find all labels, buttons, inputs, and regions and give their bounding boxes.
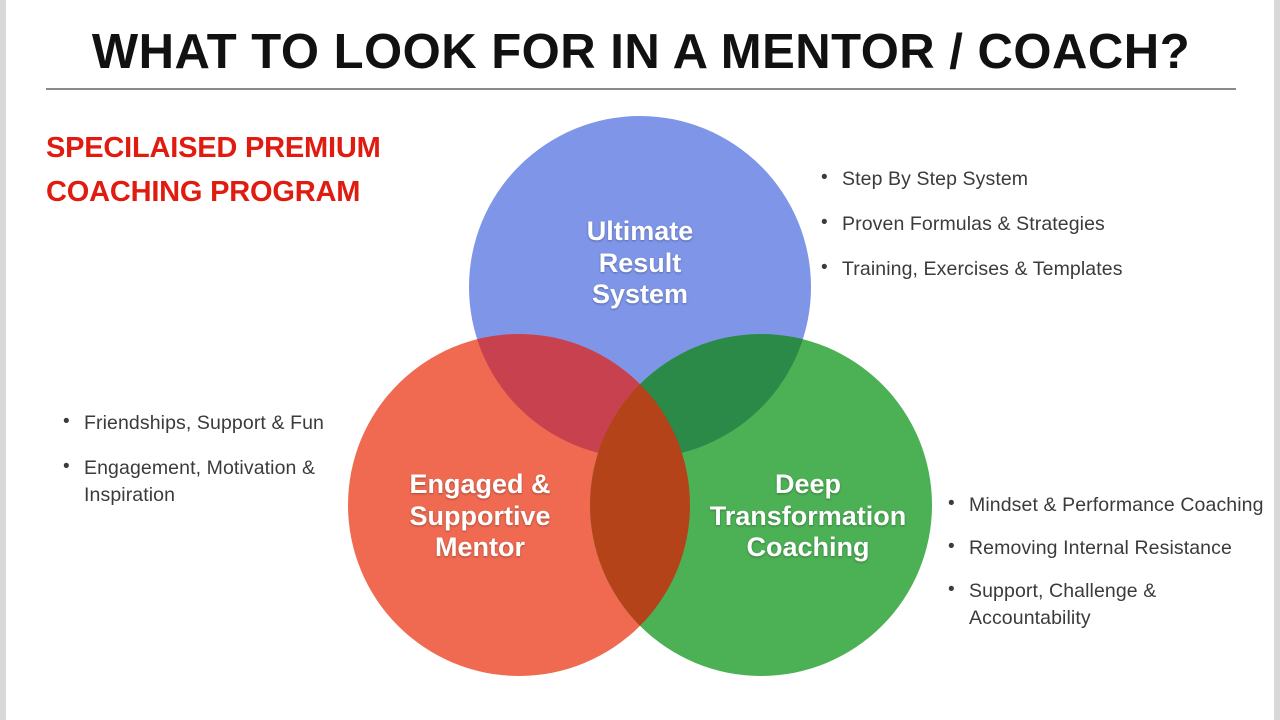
bullet-list-ultimate-result-system: Step By Step System Proven Formulas & St… — [818, 165, 1218, 283]
bullet-list-bottom-right-items: Mindset & Performance Coaching Removing … — [945, 491, 1275, 632]
page-edge-left — [0, 0, 6, 720]
list-item: Mindset & Performance Coaching — [945, 491, 1275, 519]
list-item: Engagement, Motivation & Inspiration — [60, 454, 370, 509]
venn-overlap-blue-red — [469, 334, 690, 458]
program-heading: SPECILAISED PREMIUM COACHING PROGRAM — [46, 126, 446, 214]
list-item: Proven Formulas & Strategies — [818, 210, 1218, 238]
list-item: Friendships, Support & Fun — [60, 409, 370, 437]
program-heading-line-1: SPECILAISED PREMIUM — [46, 132, 381, 164]
overlap-group-blue-green — [590, 334, 811, 458]
list-item: Support, Challenge & Accountability — [945, 577, 1275, 632]
page-title: WHAT TO LOOK FOR IN A MENTOR / COACH? — [91, 25, 1191, 79]
page-edge-right — [1274, 0, 1280, 720]
list-item: Training, Exercises & Templates — [818, 255, 1218, 283]
bullet-list-engaged-supportive-mentor: Friendships, Support & Fun Engagement, M… — [60, 409, 370, 509]
bullet-list-deep-transformation-coaching: Mindset & Performance Coaching Removing … — [945, 491, 1275, 648]
venn-overlap-blue-green — [590, 334, 811, 458]
program-heading-line-2: COACHING PROGRAM — [46, 176, 361, 209]
title-block: WHAT TO LOOK FOR IN A MENTOR / COACH? — [46, 26, 1236, 90]
list-item: Removing Internal Resistance — [945, 534, 1275, 562]
bullet-list-top-right-items: Step By Step System Proven Formulas & St… — [818, 165, 1218, 283]
bullet-list-left-items: Friendships, Support & Fun Engagement, M… — [60, 409, 370, 509]
title-underline-rule — [46, 87, 1236, 90]
list-item: Step By Step System — [818, 165, 1218, 193]
overlap-group-blue-red — [469, 334, 690, 458]
